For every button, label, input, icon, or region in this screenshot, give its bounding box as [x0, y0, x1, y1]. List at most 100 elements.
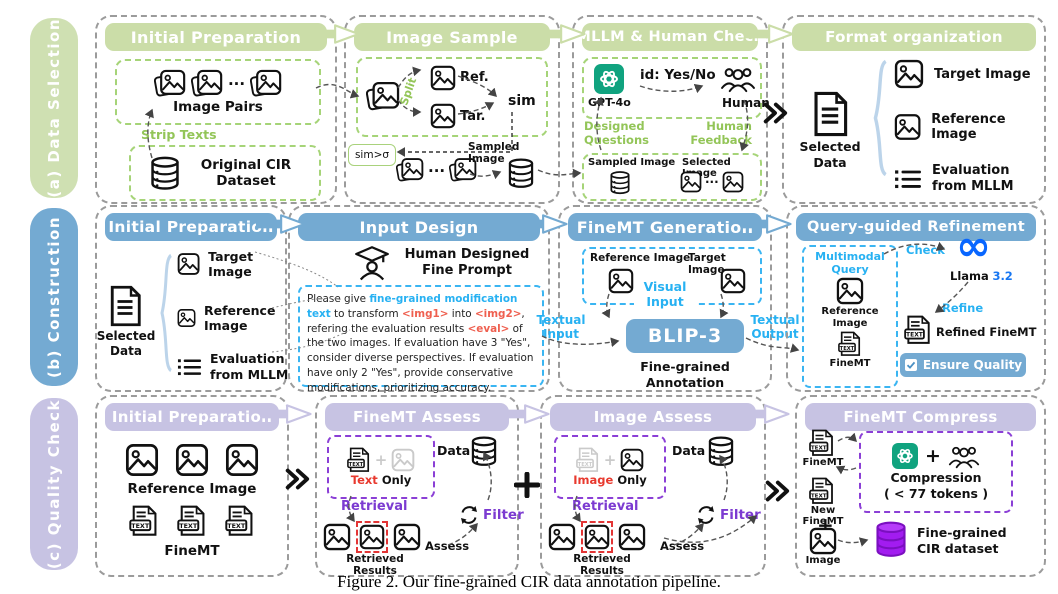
row-label-text: (b) Construction — [45, 215, 63, 379]
filter-refresh-icon — [694, 503, 718, 527]
human-designed-prompt-label: Human Designed Fine Prompt — [404, 247, 530, 279]
database-icon — [148, 155, 182, 191]
visual-input-label: Visual Input — [634, 279, 696, 309]
prompt-token-eval: <eval> — [467, 322, 510, 335]
box-a1-initial-preparation: Initial Preparation ··· Image Pairs Stri… — [95, 15, 337, 204]
box-b2-input-design: Input Design Human Designed Fine Prompt … — [288, 205, 550, 394]
box-header: FineMT Compress — [805, 403, 1036, 431]
image-pair-icon — [154, 69, 186, 99]
ensure-quality-badge: Ensure Quality — [900, 353, 1026, 377]
finemt-label: FineMT — [829, 358, 871, 370]
image-icon-faded — [391, 448, 415, 472]
box-header: FineMT Assess — [325, 403, 509, 431]
sampled-images-row: ··· — [396, 157, 477, 184]
box-header: MLLM & Human Check — [576, 23, 763, 51]
compression-group: + Compression ( < 77 tokens ) — [859, 431, 1013, 513]
plus-sign: + — [925, 445, 941, 467]
flow-arrow-icon — [742, 212, 794, 236]
row-label-data-selection: (a) Data Selection — [30, 18, 78, 198]
row-label-text: (a) Data Selection — [45, 18, 63, 198]
box-a4-format-organization: Format organization Selected Data Target… — [782, 15, 1046, 204]
database-icon — [506, 157, 536, 189]
prompt-part: to transform — [330, 307, 402, 320]
llama-name: Llama — [950, 269, 989, 283]
flow-arrow-icon — [262, 402, 314, 426]
image-icon — [618, 523, 646, 551]
flow-arrow-icon — [740, 402, 792, 426]
database-icon — [706, 435, 736, 467]
database-icon — [608, 170, 632, 195]
selected-data-label: Selected Data — [96, 329, 156, 358]
reference-images-row — [97, 443, 287, 477]
box-header: FineMT Generation — [568, 213, 762, 241]
image-icon — [393, 523, 421, 551]
prompt-part: of the two images. If evaluation have 3 … — [307, 322, 534, 394]
ref-label: Ref. — [460, 70, 489, 85]
target-image-row: Target Image — [177, 249, 285, 279]
refined-finemt-label: Refined FineMT — [936, 325, 1037, 339]
box-c2-finemt-assess: FineMT Assess + Text Only Data Retrieval… — [315, 395, 524, 577]
image-icon — [720, 268, 746, 294]
box-header: Initial Preparation — [105, 23, 327, 51]
gpt4o-label: GPT-4o — [588, 96, 631, 109]
image-icon — [125, 443, 159, 477]
box-header: Query-guided Refinement — [796, 213, 1036, 241]
list-icon — [894, 168, 922, 190]
image-icon — [359, 524, 385, 550]
gpt-icon — [892, 443, 918, 469]
image-pairs-label: Image Pairs — [173, 99, 263, 115]
box-a3-mllm-human-check: MLLM & Human Check GPT-4o id: Yes/No Hum… — [572, 15, 770, 204]
box-header: Input Design — [298, 213, 540, 241]
text-file-icon — [904, 315, 932, 345]
finemt-label: FineMT — [802, 457, 844, 468]
box-header: Image Sample — [354, 23, 550, 51]
data-label: Data — [672, 443, 706, 458]
image-icon — [177, 304, 196, 332]
evaluation-row: Evaluation from MLLM — [894, 163, 1036, 196]
flow-arrow-icon — [744, 22, 796, 46]
dataset-label-line2: CIR dataset — [917, 541, 999, 557]
target-image-icon — [430, 103, 456, 129]
plus-connector-icon — [514, 472, 540, 498]
multimodal-query-group: Multimodal Query Reference Image FineMT — [802, 245, 898, 388]
evaluation-label: Evaluation from MLLM — [932, 163, 1014, 195]
text-only-rest: Only — [377, 473, 412, 487]
figure-caption: Figure 2. Our fine-grained CIR data anno… — [337, 572, 721, 591]
prompt-text-box: Please give fine-grained modification te… — [298, 285, 544, 394]
ensure-quality-label: Ensure Quality — [922, 358, 1023, 372]
token-limit-label: ( < 77 tokens ) — [883, 486, 989, 501]
retrieval-label: Retrieval — [341, 499, 408, 514]
prompt-token-img1: <img1> — [401, 307, 449, 320]
flow-arrow-icon — [500, 402, 552, 426]
retrieved-results-label: Retrieved Results — [346, 553, 404, 577]
box-b4-query-guided-refinement: Query-guided Refinement Multimodal Query… — [786, 205, 1046, 392]
reference-image-label: Reference Image — [127, 481, 257, 497]
image-pair-icon — [191, 69, 223, 99]
prompt-part: into — [448, 307, 475, 320]
finemt-label: FineMT — [164, 543, 220, 559]
row-label-quality-check: (c) Quality Check — [30, 398, 78, 570]
graduate-person-icon — [354, 245, 390, 281]
text-file-icon — [838, 331, 862, 357]
purple-database-icon — [873, 519, 909, 559]
split-group: Split Ref. Tar. sim — [356, 57, 548, 137]
people-icon — [948, 444, 980, 469]
brace-icon — [159, 253, 173, 373]
assess-label: Assess — [425, 539, 470, 553]
plus-sign: + — [374, 451, 388, 469]
double-chevron-icon — [762, 102, 788, 124]
human-feedback-label: Human Feedback — [690, 119, 752, 148]
target-image-label: Target Image — [688, 252, 726, 276]
row-label-text: (c) Quality Check — [45, 398, 63, 570]
prompt-part: Please give — [307, 293, 370, 305]
original-cir-dataset-group: Original CIR Dataset — [129, 145, 321, 201]
textual-input-label: Textual Input — [536, 313, 586, 342]
sampled-selected-group: Sampled Image Selected Image ··· — [582, 153, 762, 201]
box-header: Initial Preparation — [105, 213, 277, 241]
flow-arrow-icon — [256, 212, 308, 236]
text-file-icon — [129, 505, 159, 537]
box-b1-initial-preparation: Initial Preparation Selected Data Target… — [95, 205, 288, 392]
image-icon — [620, 448, 644, 472]
finemt-files-row — [97, 505, 287, 537]
